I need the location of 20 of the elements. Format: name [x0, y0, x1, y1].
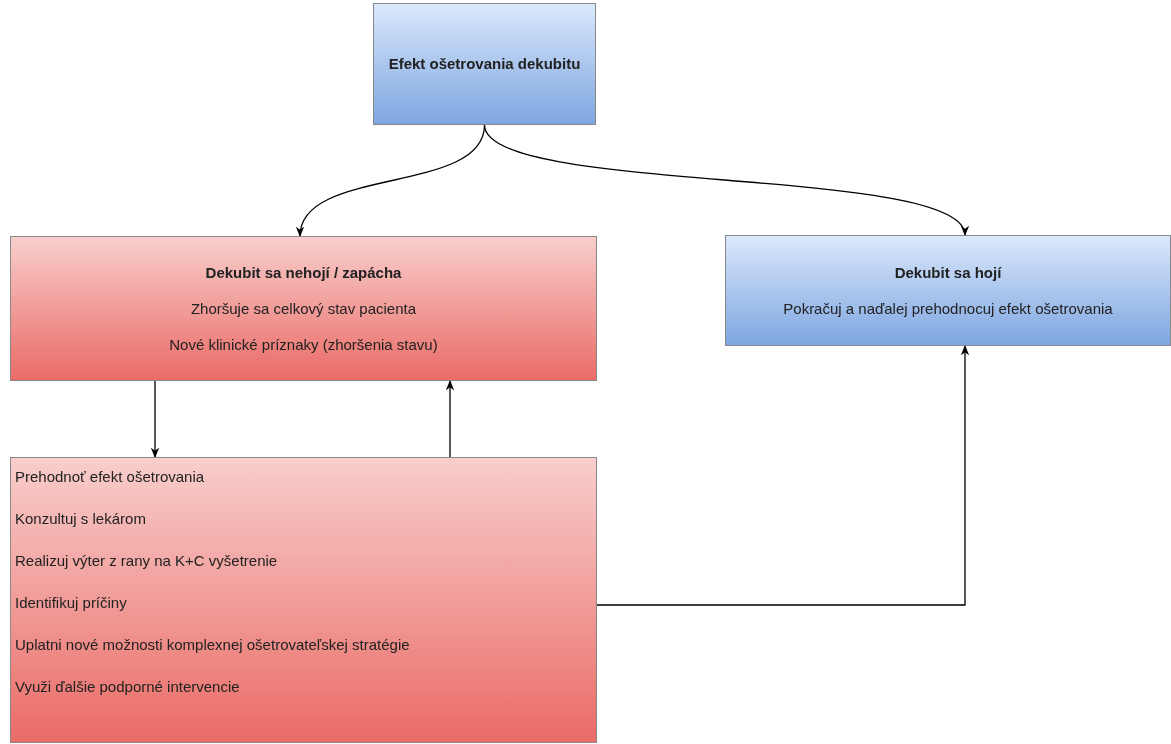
box-text: Prehodnoť efekt ošetrovania	[15, 468, 205, 486]
process-box	[10, 236, 597, 381]
box-heading: Dekubit sa nehojí / zapácha	[205, 263, 402, 282]
box-text: Nové klinické príznaky (zhoršenia stavu)	[169, 335, 438, 354]
arrow	[445, 379, 455, 458]
arrow	[596, 344, 970, 606]
process-box	[373, 3, 596, 125]
box-text: Realizuj výter z rany na K+C vyšetrenie	[15, 552, 278, 570]
box-text: Využi ďalšie podporné intervencie	[15, 678, 240, 696]
box-text: Identifikuj príčiny	[15, 594, 127, 612]
box-text: Uplatni nové možnosti komplexnej ošetrovateľskej stratégie	[15, 636, 410, 654]
box-heading: Dekubit sa hojí	[894, 263, 1002, 282]
arrow	[483, 124, 966, 236]
box-text: Zhoršuje sa celkový stav pacienta	[190, 299, 417, 318]
box-text: Pokračuj a naďalej prehodnocuj efekt ošetrovania	[783, 299, 1113, 318]
arrow	[150, 380, 160, 459]
process-box	[10, 457, 597, 743]
process-box	[725, 235, 1171, 346]
box-text: Efekt ošetrovania dekubitu	[388, 55, 581, 73]
box-text: Konzultuj s lekárom	[15, 510, 146, 528]
